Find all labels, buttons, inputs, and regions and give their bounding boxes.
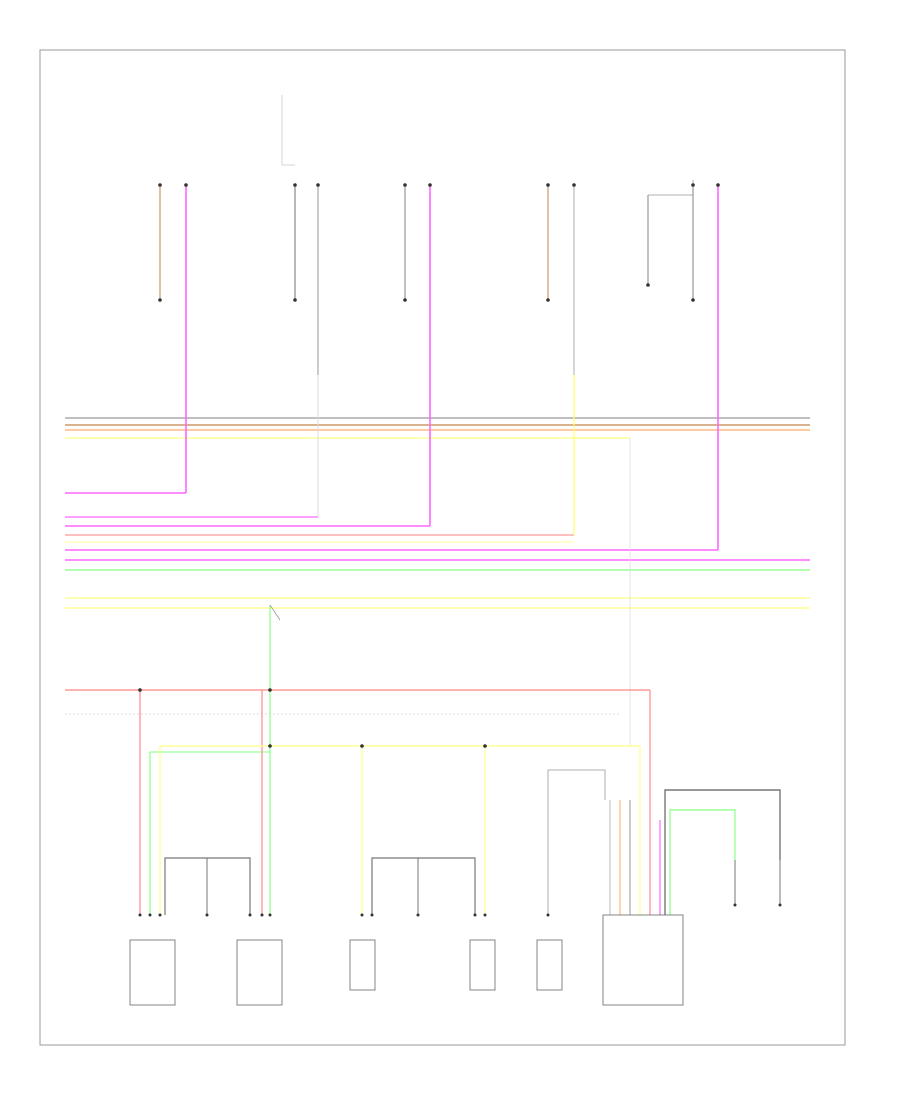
component-box-1 <box>129 939 176 1006</box>
junction-dots <box>138 688 487 748</box>
component-boxes <box>129 914 684 1006</box>
horizontal-buses <box>65 375 810 745</box>
component-box-6 <box>602 914 684 1006</box>
component-box-3 <box>349 939 376 991</box>
terminal-dots <box>138 903 782 917</box>
connector-dots <box>158 183 720 302</box>
component-box-5 <box>536 939 563 991</box>
top-connectors <box>159 95 719 375</box>
component-box-2 <box>236 939 283 1006</box>
lower-harness <box>65 604 781 915</box>
component-box-4 <box>469 939 496 991</box>
diagram-frame <box>39 49 846 1046</box>
